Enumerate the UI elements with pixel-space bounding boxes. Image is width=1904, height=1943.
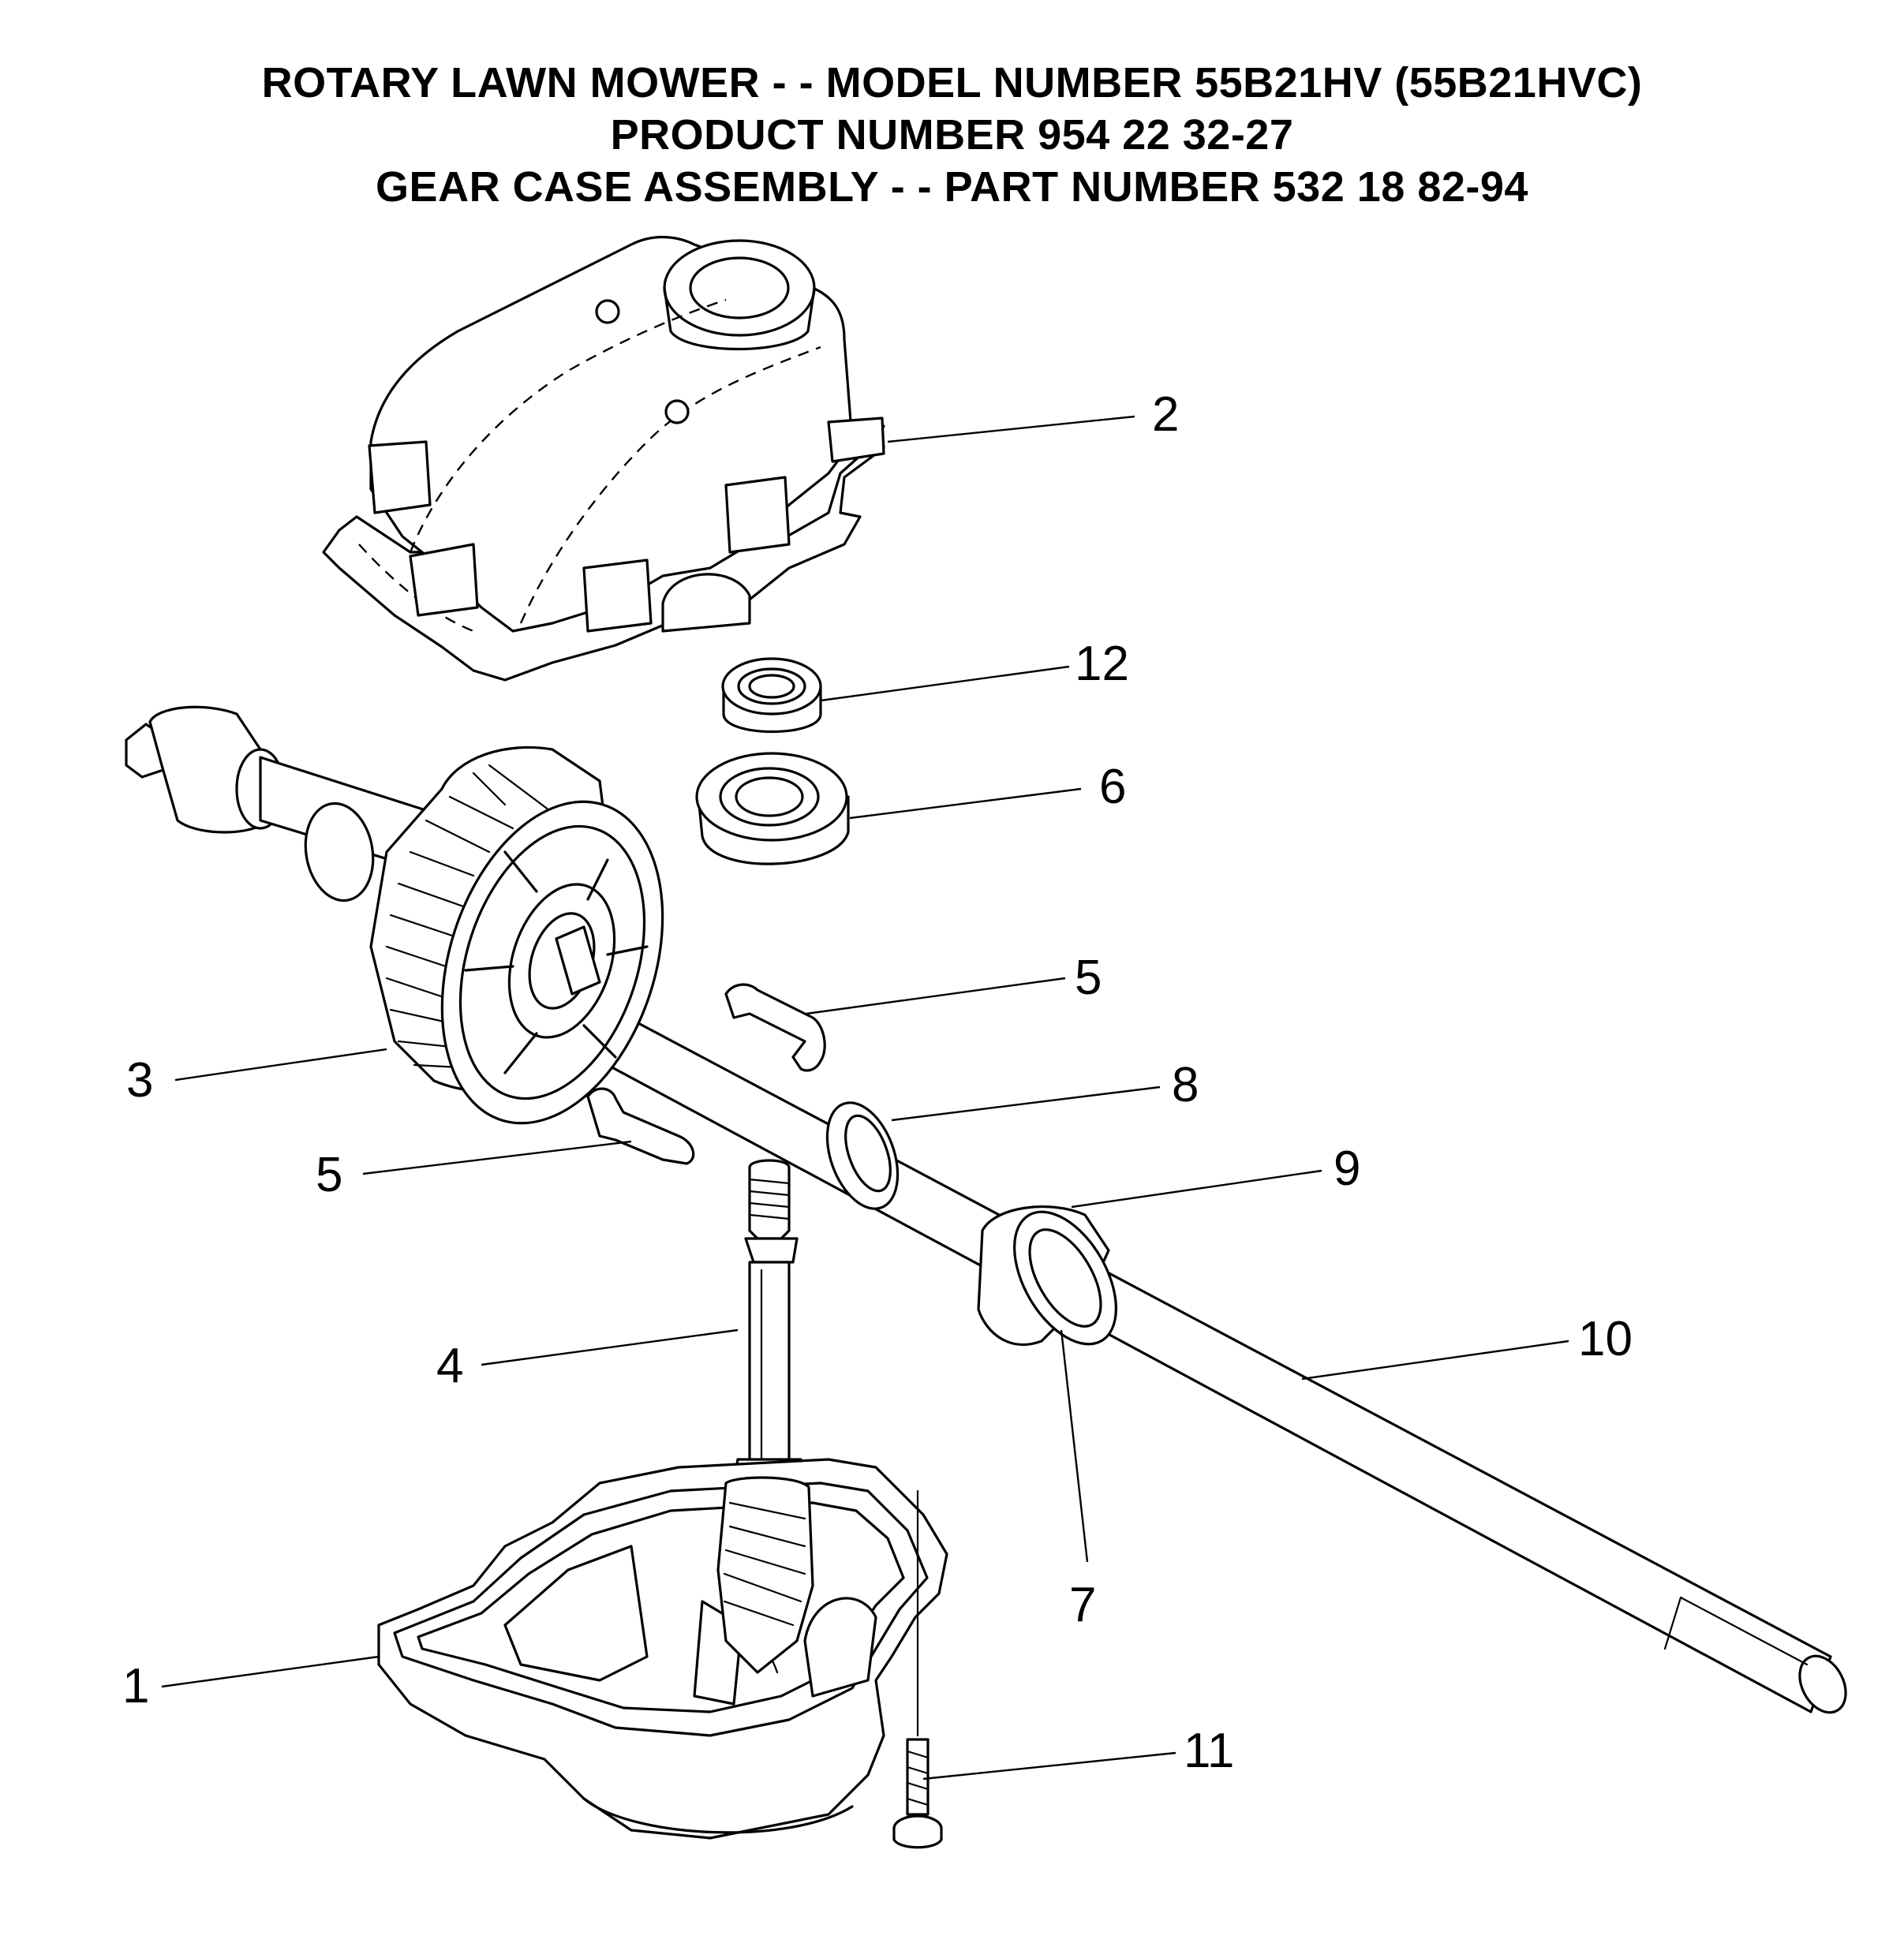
callout-2: 2 xyxy=(1152,387,1179,442)
callout-5-upper: 5 xyxy=(1075,951,1102,1005)
callout-12: 12 xyxy=(1075,637,1129,691)
callout-4: 4 xyxy=(436,1339,463,1393)
callout-11: 11 xyxy=(1184,1724,1234,1778)
callout-7: 7 xyxy=(1069,1578,1096,1632)
callout-6: 6 xyxy=(1099,760,1126,814)
callout-labels: 2 12 6 5 3 8 5 9 7 4 10 1 11 xyxy=(122,387,1633,1778)
part-drive-gear xyxy=(125,705,664,1125)
part-gear-case-cover xyxy=(322,236,885,682)
part-gear-case-base xyxy=(377,1458,948,1840)
callout-3: 3 xyxy=(126,1053,153,1108)
title-line-part: GEAR CASE ASSEMBLY - - PART NUMBER 532 1… xyxy=(376,163,1528,211)
part-large-bearing xyxy=(695,752,850,865)
diagram-title: ROTARY LAWN MOWER - - MODEL NUMBER 55B21… xyxy=(0,57,1904,213)
part-key-lower xyxy=(586,1087,695,1165)
part-pinion-shaft xyxy=(732,1159,806,1485)
callout-1: 1 xyxy=(122,1659,149,1713)
part-screw xyxy=(892,1489,943,1849)
part-small-bearing xyxy=(721,657,822,734)
title-line-product: PRODUCT NUMBER 954 22 32-27 xyxy=(610,111,1294,159)
leader-lines xyxy=(161,415,1569,1780)
callout-5-lower: 5 xyxy=(316,1148,342,1202)
part-thrust-washer xyxy=(825,1101,900,1210)
part-bushing xyxy=(977,1205,1117,1347)
callout-10: 10 xyxy=(1578,1312,1633,1366)
callout-8: 8 xyxy=(1172,1058,1199,1112)
callout-9: 9 xyxy=(1334,1142,1360,1196)
title-line-model: ROTARY LAWN MOWER - - MODEL NUMBER 55B21… xyxy=(261,59,1643,106)
part-key-upper xyxy=(724,983,826,1072)
